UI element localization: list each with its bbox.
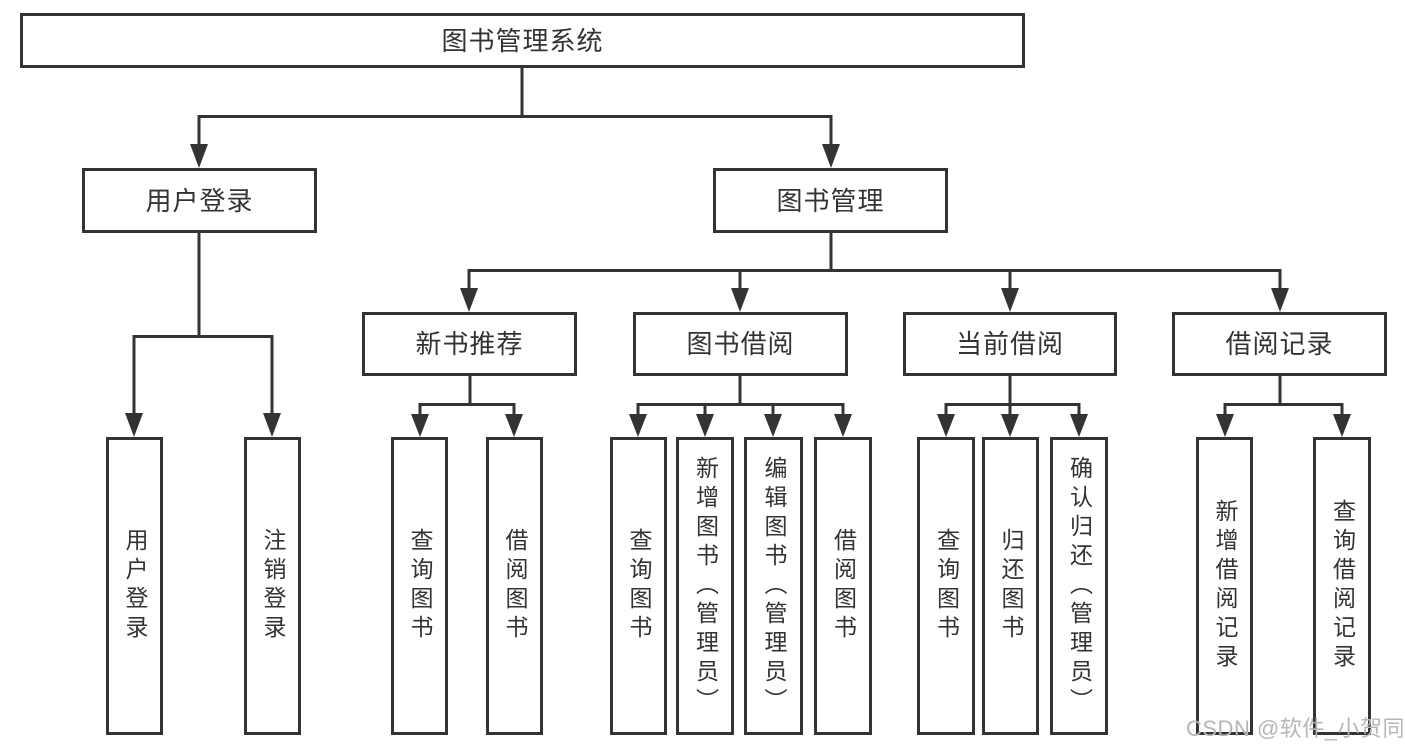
arrowhead-down-icon	[190, 144, 208, 168]
leaf-query-books: 查询图书	[610, 437, 667, 735]
arrowhead-down-icon	[1001, 414, 1019, 437]
leaf-add-book-admin: 新增图书（管理员）	[676, 437, 734, 735]
arrowhead-down-icon	[263, 413, 281, 437]
node-label: 查询图书	[626, 528, 652, 644]
node-label: 新增图书（管理员）	[692, 455, 719, 717]
node-label: 当前借阅	[955, 329, 1064, 359]
leaf-query-books: 查询图书	[391, 437, 448, 735]
node-label: 用户登录	[122, 528, 148, 644]
arrowhead-down-icon	[764, 414, 782, 437]
csdn-watermark: CSDN @软件_小贺同学	[1186, 716, 1405, 741]
arrowhead-down-icon	[696, 414, 714, 437]
node-label: 借阅记录	[1225, 329, 1334, 359]
leaf-query-borrow-record: 查询借阅记录	[1313, 437, 1371, 735]
arrowhead-down-icon	[505, 414, 523, 437]
arrowhead-down-icon	[1070, 414, 1088, 437]
arrowhead-down-icon	[1271, 288, 1289, 312]
arrowhead-down-icon	[1333, 414, 1351, 437]
node-user-login: 用户登录	[82, 168, 317, 233]
arrowhead-down-icon	[731, 288, 749, 312]
node-label: 查询图书	[407, 528, 433, 644]
leaf-add-borrow-record: 新增借阅记录	[1196, 437, 1253, 735]
node-label: 确认归还（管理员）	[1066, 455, 1093, 717]
arrowhead-down-icon	[460, 288, 478, 312]
node-label: 图书借阅	[686, 329, 795, 359]
node-label: 新书推荐	[415, 329, 524, 359]
node-label: 注销登录	[260, 528, 286, 644]
leaf-borrow-books: 借阅图书	[814, 437, 872, 735]
arrowhead-down-icon	[629, 414, 647, 437]
arrowhead-down-icon	[834, 414, 852, 437]
node-new-book-recommendation: 新书推荐	[362, 312, 577, 376]
node-label: 新增借阅记录	[1212, 499, 1238, 673]
arrowhead-down-icon	[1216, 414, 1234, 437]
arrowhead-down-icon	[125, 413, 143, 437]
node-label: 借阅图书	[502, 528, 528, 644]
node-label: 查询图书	[933, 528, 960, 644]
arrowhead-down-icon	[937, 414, 955, 437]
node-current-borrowing: 当前借阅	[903, 312, 1117, 376]
leaf-confirm-return-admin: 确认归还（管理员）	[1050, 437, 1108, 735]
node-book-management: 图书管理	[713, 168, 948, 233]
leaf-logout: 注销登录	[244, 437, 301, 735]
node-label: 图书管理	[776, 185, 885, 216]
leaf-edit-book-admin: 编辑图书（管理员）	[744, 437, 803, 735]
arrowhead-down-icon	[411, 414, 429, 437]
node-label: 编辑图书（管理员）	[761, 455, 787, 717]
arrowhead-down-icon	[1001, 288, 1019, 312]
node-label: 借阅图书	[830, 528, 857, 644]
node-library-management-system: 图书管理系统	[20, 13, 1025, 68]
node-label: 图书管理系统	[441, 25, 604, 56]
arrowhead-down-icon	[822, 144, 840, 168]
node-book-borrowing: 图书借阅	[633, 312, 848, 376]
leaf-query-books: 查询图书	[917, 437, 975, 735]
node-label: 归还图书	[998, 528, 1024, 644]
node-label: 用户登录	[145, 185, 254, 216]
leaf-return-books: 归还图书	[982, 437, 1039, 735]
leaf-user-login: 用户登录	[106, 437, 163, 735]
node-label: 查询借阅记录	[1329, 499, 1356, 673]
leaf-borrow-books: 借阅图书	[486, 437, 543, 735]
node-borrowing-records: 借阅记录	[1172, 312, 1387, 376]
